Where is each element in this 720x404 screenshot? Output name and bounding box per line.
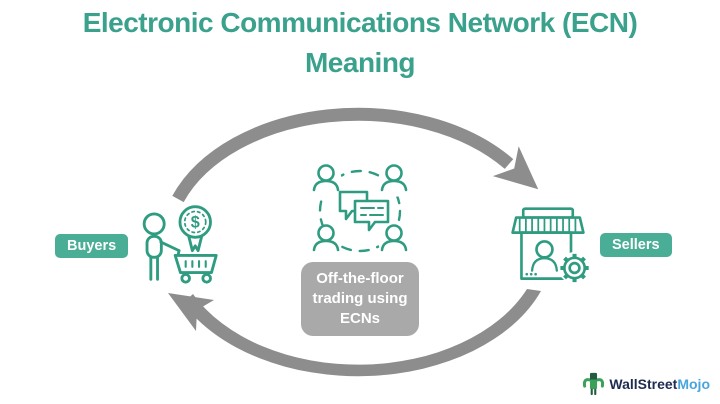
logo-wordmark: WallStreetMojo xyxy=(609,376,710,392)
page-title-line2: Meaning xyxy=(304,47,416,78)
top-arrow xyxy=(172,107,539,203)
caption-line2: trading using xyxy=(312,290,408,307)
caption-line3: ECNs xyxy=(339,310,380,327)
trader-bust-ne xyxy=(380,164,408,192)
wallstreetmojo-logo: WallStreetMojo xyxy=(582,371,710,396)
page-title-line1: Electronic Communications Network (ECN) xyxy=(82,7,638,38)
ecn-traders-network-icon xyxy=(310,164,410,257)
buyers-label: Buyers xyxy=(55,234,129,258)
bottom-arrowhead xyxy=(168,293,214,331)
chat-bubble-left xyxy=(338,190,369,221)
page-title: Electronic Communications Network (ECN) … xyxy=(0,3,720,83)
trader-bust-se xyxy=(380,224,408,252)
trader-bust-sw xyxy=(312,224,340,252)
trader-bust-nw xyxy=(312,164,340,192)
wallstreetmojo-mascot-icon xyxy=(583,372,605,396)
seller-storefront-icon xyxy=(511,207,591,284)
logo-text-mojo: Mojo xyxy=(677,375,710,392)
center-caption-box: Off-the-floor trading using ECNs xyxy=(301,262,419,336)
dollar-sign: $ xyxy=(191,214,200,232)
caption-line1: Off-the-floor xyxy=(316,270,404,287)
bottom-arrow xyxy=(183,289,541,377)
gear-icon xyxy=(558,252,591,284)
logo-text-wallstreet: WallStreet xyxy=(609,375,678,392)
sellers-label: Sellers xyxy=(600,233,672,257)
buyer-with-cart-icon: $ xyxy=(142,205,218,284)
